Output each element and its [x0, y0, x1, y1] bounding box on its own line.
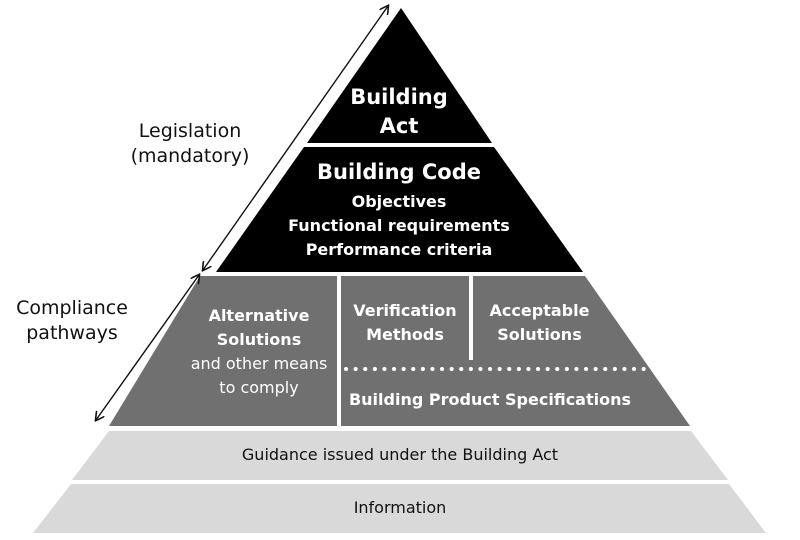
legislation-arrow	[203, 6, 388, 270]
information-band	[33, 484, 766, 533]
building-code-items: Objectives Functional requirements Perfo…	[259, 190, 539, 262]
acceptable-line-2: Solutions	[497, 325, 582, 344]
compliance-pathways-label: Compliance pathways	[2, 296, 142, 346]
alternative-title-line-2: Solutions	[216, 330, 302, 349]
guidance-band	[72, 431, 728, 480]
compliance-label-line-2: pathways	[26, 322, 118, 344]
building-code-performance-criteria: Performance criteria	[305, 240, 493, 259]
verification-line-1: Verification	[353, 301, 457, 320]
compliance-label-line-1: Compliance	[16, 297, 128, 319]
guidance-label: Guidance issued under the Building Act	[241, 445, 559, 464]
information-label: Information	[353, 498, 447, 517]
legislation-label-line-2: (mandatory)	[130, 145, 250, 167]
alternative-solutions-box: Alternative Solutions and other means to…	[170, 304, 348, 400]
building-code-functional-requirements: Functional requirements	[288, 216, 510, 235]
alternative-sub-line-1: and other means	[190, 354, 328, 373]
legislation-label: Legislation (mandatory)	[116, 119, 264, 169]
building-code-objectives: Objectives	[351, 192, 447, 211]
verification-methods-box: Verification Methods	[340, 299, 470, 347]
building-code-title: Building Code	[317, 160, 481, 184]
alternative-sub-line-2: to comply	[219, 378, 299, 397]
building-act-line-1: Building	[350, 85, 448, 109]
building-act-title: Building Act	[319, 83, 479, 141]
acceptable-line-1: Acceptable	[489, 301, 590, 320]
acceptable-solutions-box: Acceptable Solutions	[472, 299, 607, 347]
alternative-title-line-1: Alternative	[208, 306, 310, 325]
building-act-line-2: Act	[379, 114, 419, 138]
compliance-tier	[109, 276, 690, 426]
legislation-label-line-1: Legislation	[138, 120, 242, 142]
compliance-arrow	[96, 275, 199, 420]
verification-line-2: Methods	[366, 325, 444, 344]
building-product-specifications: Building Product Specifications	[348, 390, 632, 409]
